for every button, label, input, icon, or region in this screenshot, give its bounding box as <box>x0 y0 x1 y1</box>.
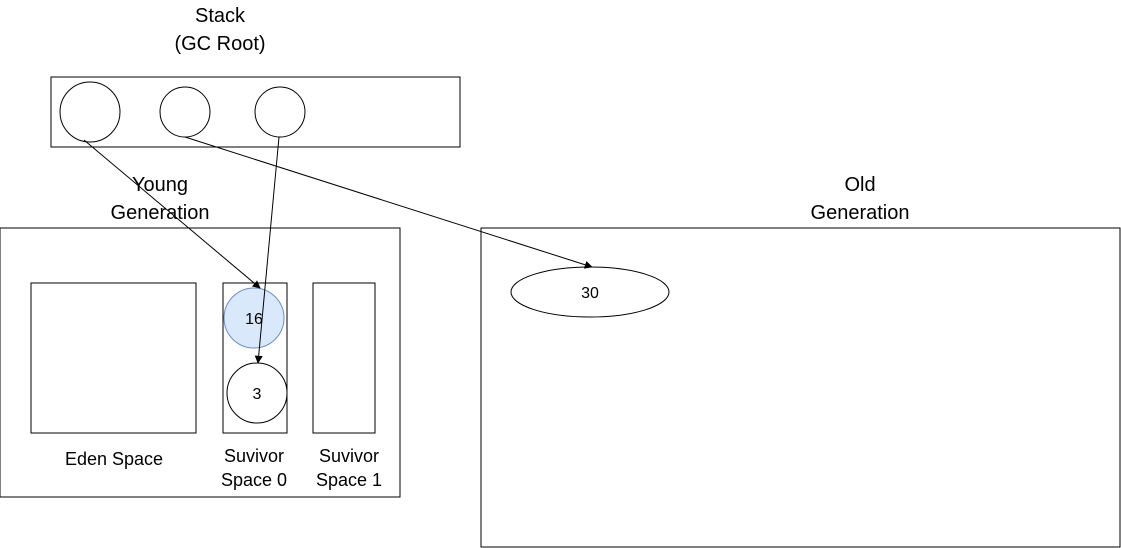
stack-root-2 <box>159 86 211 138</box>
old-generation-title-line1: Old <box>844 174 875 196</box>
stack-title-line1: Stack <box>195 5 246 27</box>
eden-space-label: Eden Space <box>65 449 163 469</box>
object-30-label: 30 <box>581 285 599 302</box>
stack-title-line2: (GC Root) <box>174 33 265 55</box>
reference-arrow-root3-to-3 <box>254 136 280 364</box>
eden-space-box <box>30 282 197 434</box>
young-generation-title-line1: Young <box>132 174 188 196</box>
object-16-label: 16 <box>245 311 263 328</box>
young-generation-title-line2: Generation <box>111 202 210 224</box>
reference-arrow-root1-to-16 <box>83 139 261 289</box>
survivor-space-0-label-line2: Space 0 <box>221 470 287 490</box>
survivor-space-1-box <box>312 282 376 434</box>
old-generation-title-line2: Generation <box>811 202 910 224</box>
stack-root-1 <box>59 81 121 143</box>
survivor-space-0-label-line1: Suvivor <box>224 446 284 466</box>
stack-root-3 <box>254 86 306 138</box>
object-3-label: 3 <box>253 386 262 403</box>
survivor-space-1-label-line1: Suvivor <box>319 446 379 466</box>
reference-arrow-root2-to-30 <box>184 136 593 269</box>
survivor-space-1-label-line2: Space 1 <box>316 470 382 490</box>
